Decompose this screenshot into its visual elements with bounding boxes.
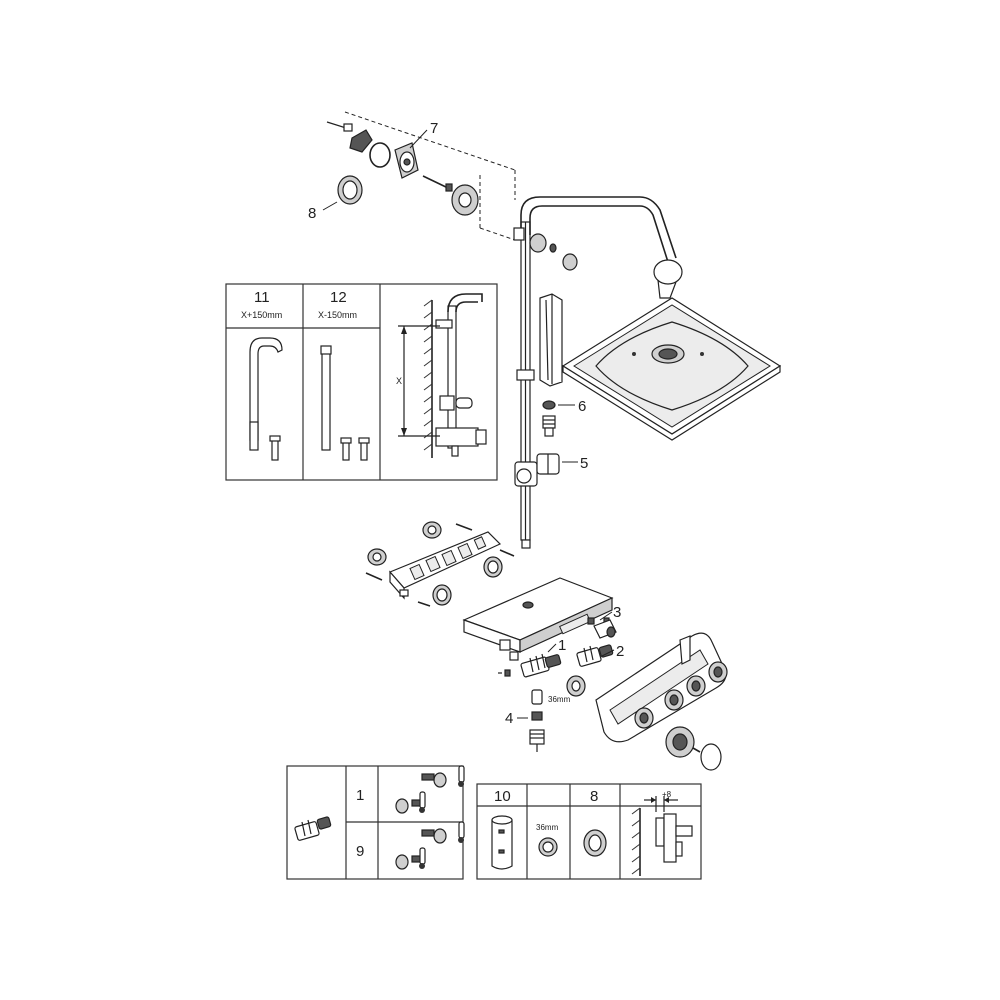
callout-7: 7	[430, 120, 438, 137]
control-cover-plate	[595, 632, 728, 743]
wall-clip	[349, 129, 373, 153]
bracket-base	[394, 142, 419, 179]
callout-3: 3	[613, 604, 621, 621]
screw-lower	[422, 175, 453, 192]
valve-option-9-icons	[395, 821, 465, 870]
seal-ring-8	[337, 175, 363, 205]
cartridge-1	[520, 643, 562, 678]
callout-4: 4	[505, 710, 513, 727]
shower-column	[513, 196, 683, 549]
head-shower	[561, 297, 782, 441]
height-measurement-view: X	[396, 293, 487, 458]
tool-10-icon	[491, 815, 513, 870]
callout-2: 2	[616, 643, 624, 660]
offset-dimension-view: +8	[631, 790, 693, 876]
cartridge-spare-icon	[294, 816, 332, 841]
screw-upper	[326, 121, 353, 132]
wall-bracket-assembly	[322, 111, 516, 241]
thermostat-body	[462, 577, 614, 661]
seal-8-number: 8	[590, 788, 598, 805]
callout-5: 5	[580, 455, 588, 472]
extension-rail-11	[249, 337, 283, 461]
wall-mounting-plate	[388, 531, 502, 600]
hose-connection-6	[542, 400, 578, 463]
hand-shower	[539, 293, 563, 387]
offset-dimension-label: +8	[662, 790, 672, 799]
wrench-36mm-label: 36mm	[536, 823, 559, 832]
temperature-knob	[665, 726, 722, 771]
extension-11-number: 11	[254, 289, 270, 306]
option-row-1-number: 1	[356, 787, 364, 804]
wrench-size-label: 36mm	[548, 695, 571, 704]
extension-12-number: 12	[330, 289, 347, 306]
part-3-plug	[587, 611, 617, 639]
tool-10-number: 10	[494, 788, 511, 805]
cover-rosette	[451, 184, 479, 216]
extension-11-dimension: X+150mm	[241, 310, 282, 320]
part-4-valve	[517, 689, 545, 752]
callout-1: 1	[558, 637, 566, 654]
cartridge-2	[576, 644, 615, 667]
extension-12-dimension: X-150mm	[318, 310, 357, 320]
dimension-x-label: X	[396, 376, 402, 386]
nut-36mm	[566, 675, 586, 697]
seal-8-icon	[583, 829, 607, 857]
bottom-info-panel: 1 9 10	[286, 765, 702, 880]
extension-rail-12	[320, 345, 370, 461]
callout-6: 6	[578, 398, 586, 415]
valve-option-1-icons	[395, 765, 465, 814]
extension-options-panel: 11 X+150mm 12 X-150mm	[225, 283, 498, 481]
callout-8: 8	[308, 205, 316, 222]
nut-36mm-icon	[538, 837, 558, 857]
hand-shower-slider	[514, 453, 560, 487]
option-row-9-number: 9	[356, 843, 364, 860]
o-ring	[369, 142, 391, 168]
